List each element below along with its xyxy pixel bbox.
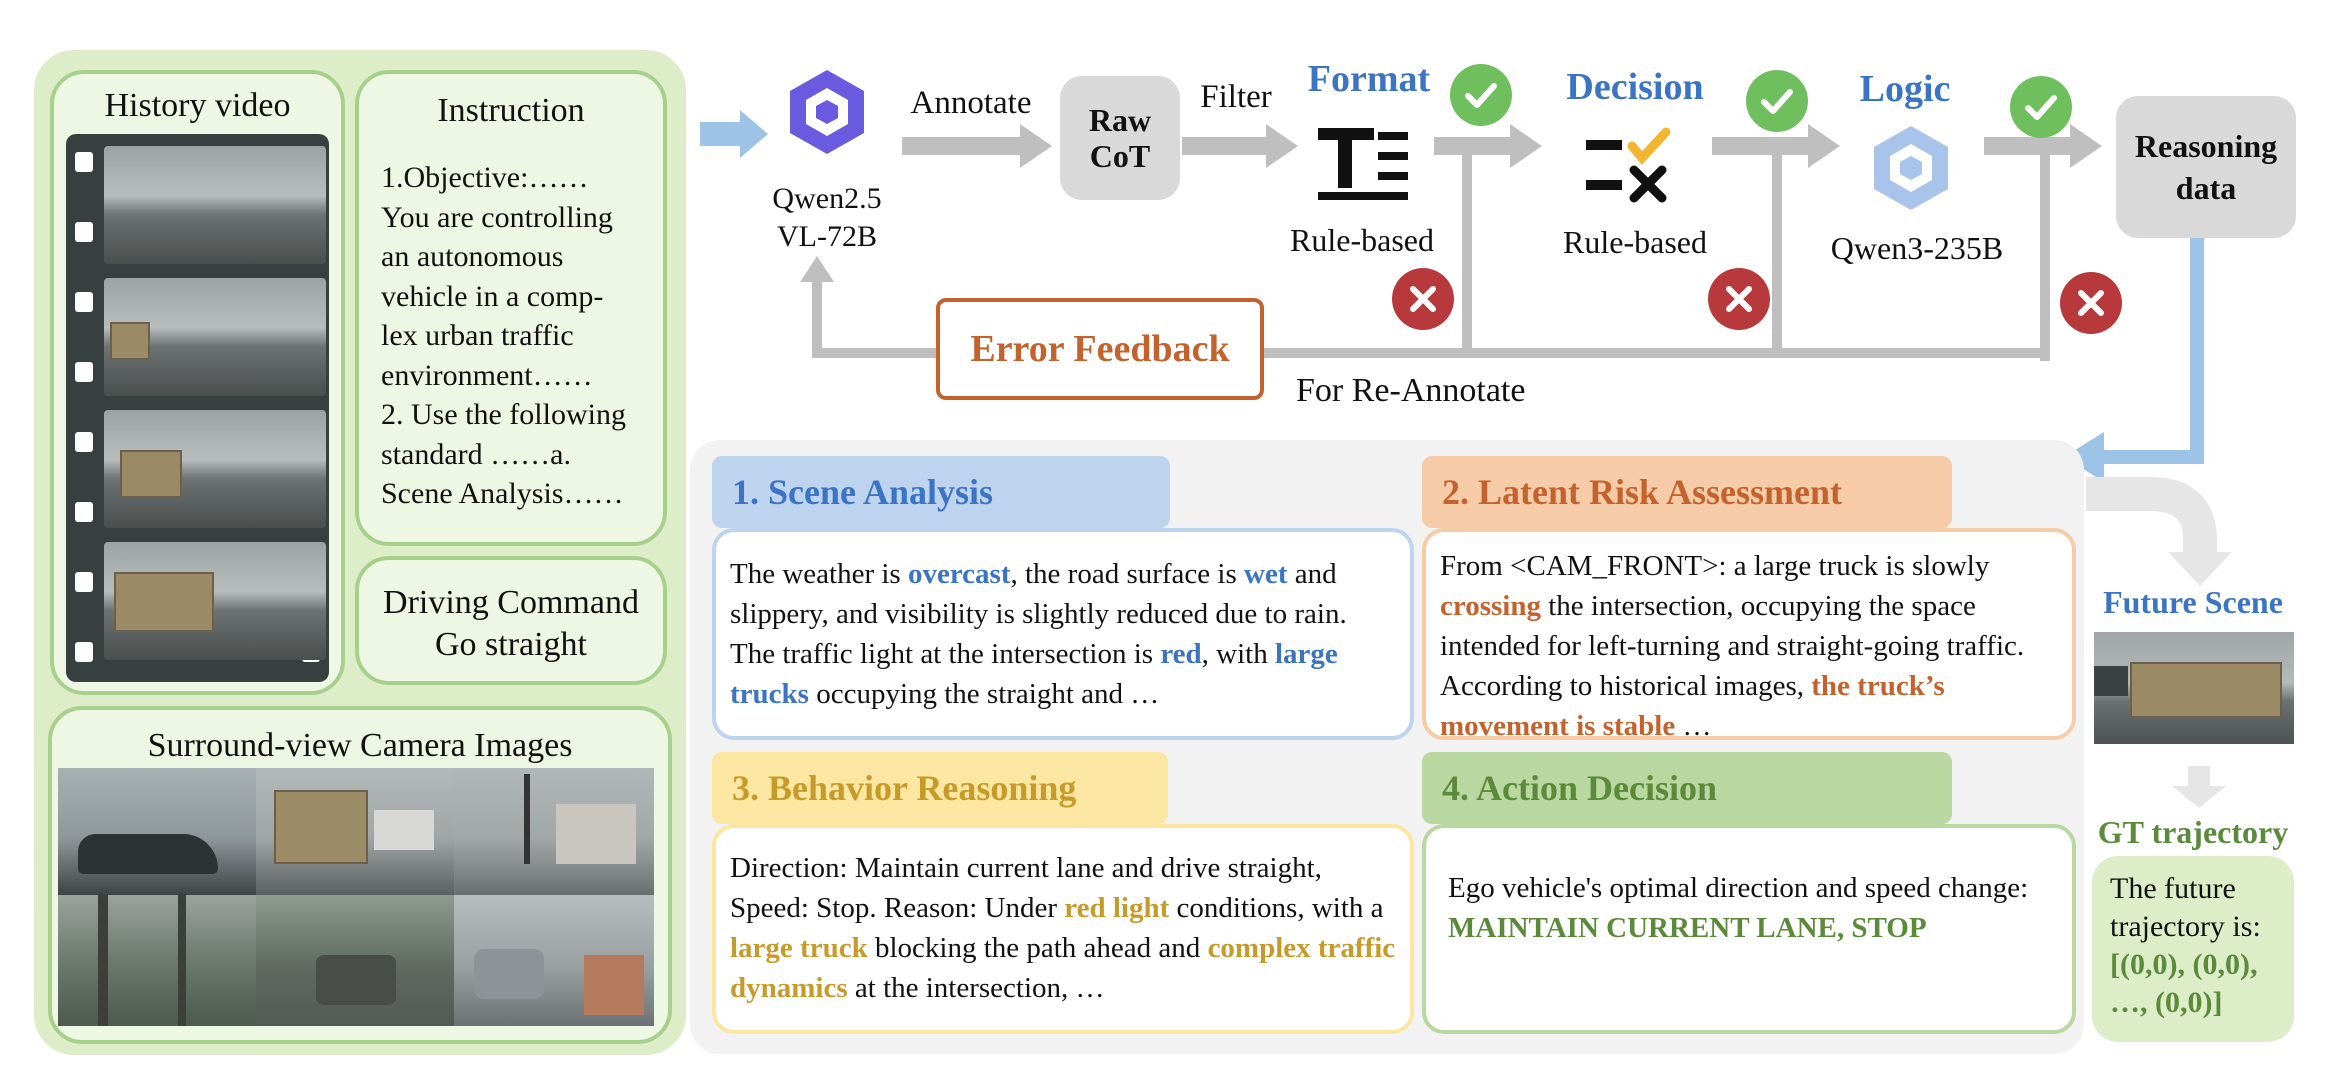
format-check-icon: [1450, 64, 1512, 126]
qwen3-logo-icon: [1866, 122, 1956, 212]
future-scene-image: [2094, 632, 2294, 744]
scene-analysis-body: The weather is overcast, the road surfac…: [712, 528, 1414, 740]
video-frame-1: [104, 146, 326, 264]
re-annotate-label: For Re-Annotate: [1296, 372, 1526, 409]
surround-camera-grid: [58, 768, 654, 1026]
history-video-card: History video: [50, 70, 345, 695]
gt-trajectory-card: The future trajectory is: [(0,0), (0,0),…: [2092, 856, 2294, 1042]
action-decision-result: MAINTAIN CURRENT LANE, STOP: [1448, 912, 1927, 944]
cam-front-right: [454, 768, 654, 895]
highlight-large-trucks: large trucks: [730, 638, 1338, 710]
driving-command-card: Driving Command Go straight: [355, 556, 667, 685]
qwen25-model-name-line2: VL-72B: [777, 220, 877, 253]
driving-command-label: Driving Command: [383, 584, 639, 621]
logic-title: Logic: [1859, 68, 1951, 110]
behavior-reasoning-title: 3. Behavior Reasoning: [712, 752, 1168, 824]
highlight-red-light: red light: [1064, 892, 1170, 924]
highlight-overcast: overcast: [907, 558, 1011, 590]
surround-view-title: Surround-view Camera Images: [147, 727, 573, 764]
highlight-wet: wet: [1244, 558, 1288, 590]
format-reject-icon: [1392, 268, 1454, 330]
instruction-title: Instruction: [437, 92, 585, 129]
trajectory-value-line1: [(0,0), (0,0),: [2110, 948, 2258, 981]
reasoning-data-box: Reasoning data: [2116, 96, 2296, 238]
qwen25-logo-icon: [782, 66, 872, 156]
highlight-red: red: [1160, 638, 1202, 670]
video-frame-3: [104, 410, 326, 528]
decision-title: Decision: [1566, 66, 1704, 108]
filter-label: Filter: [1200, 78, 1272, 115]
reasoning-data-line2: data: [2175, 170, 2237, 206]
scene-analysis-title: 1. Scene Analysis: [712, 456, 1170, 528]
annotate-label: Annotate: [910, 84, 1032, 121]
instruction-text: 1.Objective:…… You are controlling an au…: [381, 161, 626, 510]
trajectory-value-line2: …, (0,0)]: [2110, 986, 2223, 1019]
action-decision-title: 4. Action Decision: [1422, 752, 1952, 824]
cam-back: [256, 895, 454, 1026]
raw-cot-line2: CoT: [1089, 138, 1151, 174]
future-scene-title: Future Scene: [2103, 583, 2283, 620]
decision-reject-icon: [1708, 268, 1770, 330]
surround-view-card: Surround-view Camera Images: [48, 706, 672, 1044]
reasoning-data-line1: Reasoning: [2134, 128, 2278, 164]
cam-back-left: [58, 895, 256, 1026]
risk-assessment-body: From <CAM_FRONT>: a large truck is slowl…: [1422, 528, 2076, 742]
instruction-card: Instruction 1.Objective:…… You are contr…: [355, 70, 667, 546]
history-video-title: History video: [104, 87, 291, 124]
decision-rule-based: Rule-based: [1563, 223, 1707, 260]
cam-back-right: [454, 895, 654, 1026]
logic-reject-icon: [2060, 272, 2122, 334]
action-decision-body: Ego vehicle's optimal direction and spee…: [1422, 824, 2076, 1034]
highlight-crossing: crossing: [1440, 590, 1541, 622]
film-strip: [66, 134, 329, 682]
highlight-truck-stable: the truck’s movement is stable: [1440, 670, 1945, 742]
error-feedback-label: Error Feedback: [970, 328, 1230, 370]
text-format-icon: [1316, 124, 1412, 204]
risk-assessment-title: 2. Latent Risk Assessment: [1422, 456, 1952, 528]
logic-check-icon: [2010, 76, 2072, 138]
cam-front-left: [58, 768, 256, 895]
gt-trajectory-title: GT trajectory: [2097, 813, 2289, 850]
error-feedback-box: Error Feedback: [936, 298, 1264, 400]
cam-front: [256, 768, 454, 895]
video-frame-2: [104, 278, 326, 396]
decision-check-icon: [1746, 70, 1808, 132]
highlight-complex-dynamics: complex traffic dynamics: [730, 932, 1396, 1004]
video-frame-4: [104, 542, 326, 660]
highlight-large-truck: large truck: [730, 932, 868, 964]
driving-command-value: Go straight: [434, 626, 588, 663]
logic-model-name: Qwen3-235B: [1830, 229, 2004, 266]
format-title: Format: [1307, 58, 1431, 100]
raw-cot-box: Raw CoT: [1060, 76, 1180, 200]
behavior-reasoning-body: Direction: Maintain current lane and dri…: [712, 824, 1414, 1034]
format-rule-based: Rule-based: [1290, 221, 1434, 258]
qwen25-model-name-line1: Qwen2.5: [772, 182, 882, 215]
decision-icon: [1584, 126, 1676, 206]
raw-cot-line1: Raw: [1088, 102, 1152, 138]
